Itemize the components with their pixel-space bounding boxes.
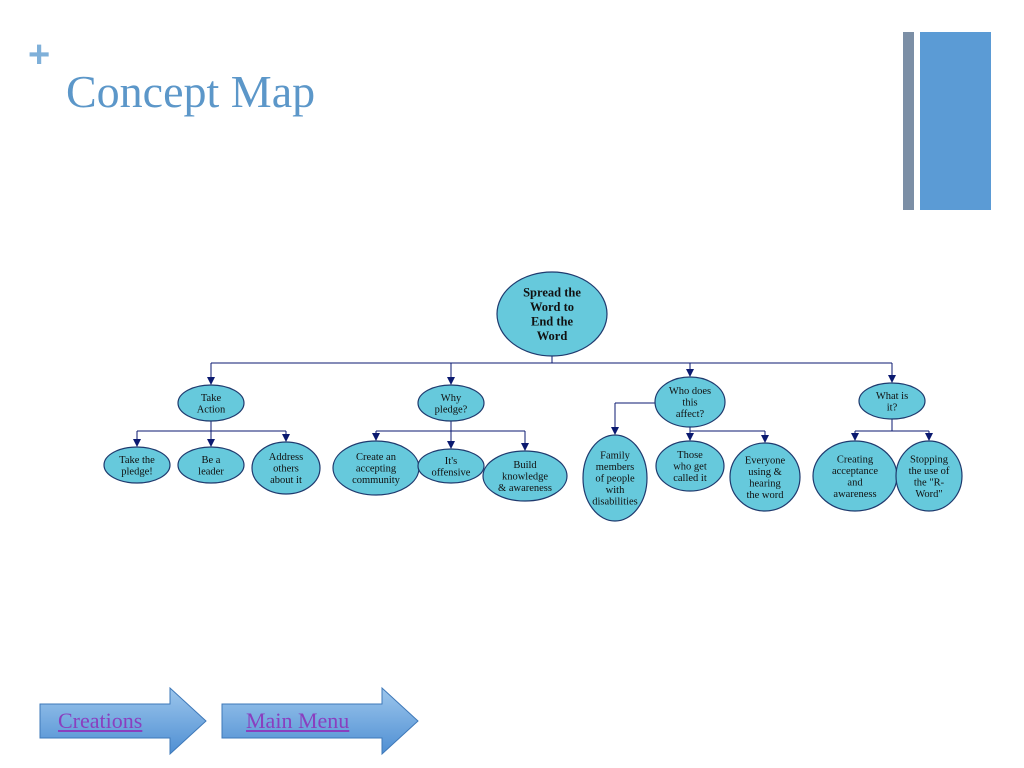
leaf-node-take-pledge-text: Take the [119, 455, 155, 466]
page-title: Concept Map [66, 66, 316, 117]
leaf-node-stopping-r-word-shape [895, 440, 963, 512]
leaf-node-family-members-text: Family [600, 451, 631, 462]
branch-node-who-affect-text: this [682, 398, 697, 409]
leaf-node-those-called-text: Those [677, 450, 703, 461]
leaf-node-offensive-text: It's [445, 456, 457, 467]
leaf-node-everyone-using-text: hearing [749, 478, 781, 489]
leaf-node-offensive-shape [417, 448, 485, 484]
leaf-node-build-knowledge-text: & awareness [498, 483, 552, 494]
main-menu-link[interactable]: Main Menu [246, 708, 350, 733]
leaf-node-build-knowledge-text: knowledge [502, 472, 548, 483]
leaf-node-offensive-text: offensive [432, 467, 471, 478]
leaf-node-family-members-shape [582, 434, 648, 522]
leaf-node-address-others-shape [251, 441, 321, 495]
root-node-text: Word to [530, 300, 574, 314]
right-arrow-icon [221, 686, 419, 756]
branch-node-who-affect-text: Who does [669, 386, 711, 397]
main-menu-button[interactable]: Main Menu [220, 686, 420, 756]
leaf-node-take-pledge-shape [103, 446, 171, 484]
leaf-node-stopping-r-word-text: the use of [909, 466, 950, 477]
leaf-node-accepting-community-text: community [352, 475, 401, 486]
branch-node-why-pledge-text: Why [441, 393, 462, 404]
leaf-node-accepting-community-text: Create an [356, 452, 397, 463]
branch-node-why-pledge-shape [417, 384, 485, 422]
leaf-node-build-knowledge-shape [482, 450, 568, 502]
leaf-node-those-called-text: called it [673, 473, 707, 484]
branch-node-what-is-it-shape [858, 382, 926, 420]
leaf-node-creating-acceptance-text: acceptance [832, 466, 878, 477]
leaf-node-be-leader-text: leader [198, 466, 224, 477]
root-node-text: End the [531, 314, 573, 328]
leaf-node-those-called-text: who get [673, 462, 707, 473]
leaf-node-everyone-using-text: the word [746, 490, 784, 501]
leaf-node-family-members-text: of people [595, 474, 635, 485]
creations-button[interactable]: Creations [38, 686, 208, 756]
leaf-node-family-members-text: members [596, 462, 635, 473]
decorative-bar-dark [903, 32, 914, 210]
leaf-node-those-called-shape [655, 440, 725, 492]
plus-icon: + [28, 34, 51, 76]
creations-link[interactable]: Creations [58, 708, 143, 733]
leaf-node-stopping-r-word-text: Word" [915, 489, 942, 500]
right-arrow-icon [39, 686, 207, 756]
branch-node-take-action-text: Action [197, 404, 226, 415]
leaf-node-everyone-using-text: Everyone [745, 455, 786, 466]
decorative-bar-light [920, 32, 991, 210]
leaf-node-address-others-text: about it [270, 475, 302, 486]
branch-node-why-pledge-text: pledge? [435, 404, 468, 415]
root-node-text: Word [537, 329, 568, 343]
branch-node-who-affect-text: affect? [676, 409, 705, 420]
leaf-node-address-others-text: Address [269, 452, 303, 463]
leaf-node-stopping-r-word-text: Stopping [910, 454, 949, 465]
leaf-node-be-leader-text: Be a [202, 455, 221, 466]
leaf-node-take-pledge-text: pledge! [121, 466, 153, 477]
leaf-node-stopping-r-word-text: the "R- [914, 477, 945, 488]
leaf-node-family-members-text: disabilities [592, 497, 638, 508]
leaf-node-creating-acceptance-text: and [847, 477, 863, 488]
branch-node-take-action-shape [177, 384, 245, 422]
branch-node-what-is-it-text: What is [876, 391, 908, 402]
leaf-node-family-members-text: with [606, 485, 625, 496]
leaf-node-build-knowledge-text: Build [513, 460, 537, 471]
leaf-node-address-others-text: others [273, 464, 299, 475]
leaf-node-creating-acceptance-text: awareness [833, 489, 876, 500]
root-node-shape [496, 271, 608, 357]
root-node-text: Spread the [523, 285, 581, 299]
branch-node-take-action-text: Take [201, 393, 222, 404]
branch-node-what-is-it-text: it? [887, 402, 898, 413]
leaf-node-everyone-using-text: using & [748, 467, 782, 478]
leaf-node-creating-acceptance-text: Creating [837, 454, 874, 465]
leaf-node-be-leader-shape [177, 446, 245, 484]
leaf-node-everyone-using-shape [729, 442, 801, 512]
map-connectors [133, 356, 933, 451]
leaf-node-accepting-community-text: accepting [356, 464, 397, 475]
branch-node-who-affect-shape [654, 376, 726, 428]
